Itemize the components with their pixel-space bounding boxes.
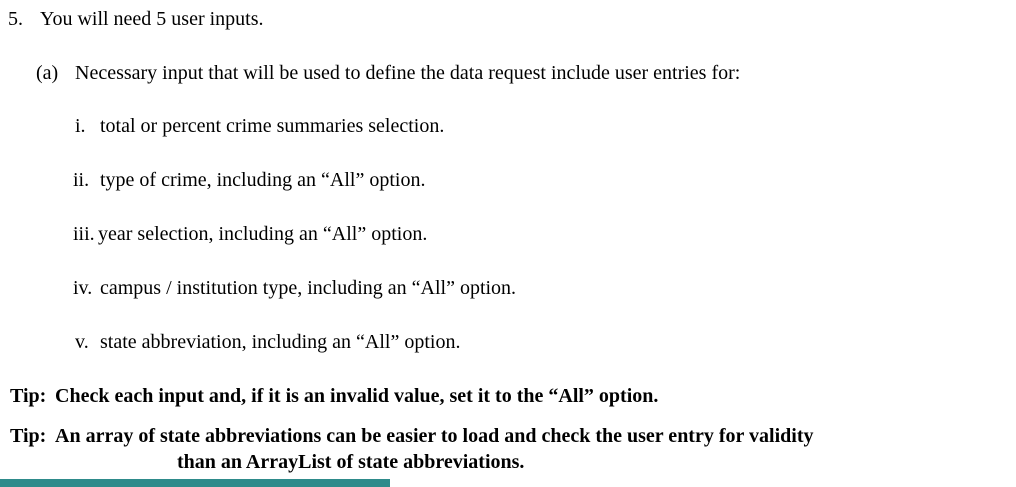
roman-marker: ii. [73,169,90,191]
roman-text: campus / institution type, including an … [100,277,517,299]
roman-marker: v. [75,331,89,353]
roman-text: year selection, including an “All” optio… [98,223,428,245]
roman-marker: i. [75,115,86,137]
sub-item-marker: (a) [36,62,59,84]
roman-marker: iv. [73,277,93,299]
tip-text-line1: An array of state abbreviations can be e… [55,425,814,447]
roman-text: type of crime, including an “All” option… [100,169,426,191]
tip-label: Tip: [10,385,47,407]
teal-accent-bar [0,479,390,487]
roman-marker: iii. [73,223,95,245]
item-text: You will need 5 user inputs. [40,8,264,30]
tip-text: Check each input and, if it is an invali… [55,385,659,407]
tip-text: An array of state abbreviations can be e… [55,423,813,475]
tip-text-line2: than an ArrayList of state abbreviations… [177,451,525,473]
tip-label: Tip: [10,425,47,447]
sub-item-text: Necessary input that will be used to def… [75,62,741,84]
roman-text: total or percent crime summaries selecti… [100,115,445,137]
item-number: 5. [8,8,23,30]
roman-text: state abbreviation, including an “All” o… [100,331,461,353]
